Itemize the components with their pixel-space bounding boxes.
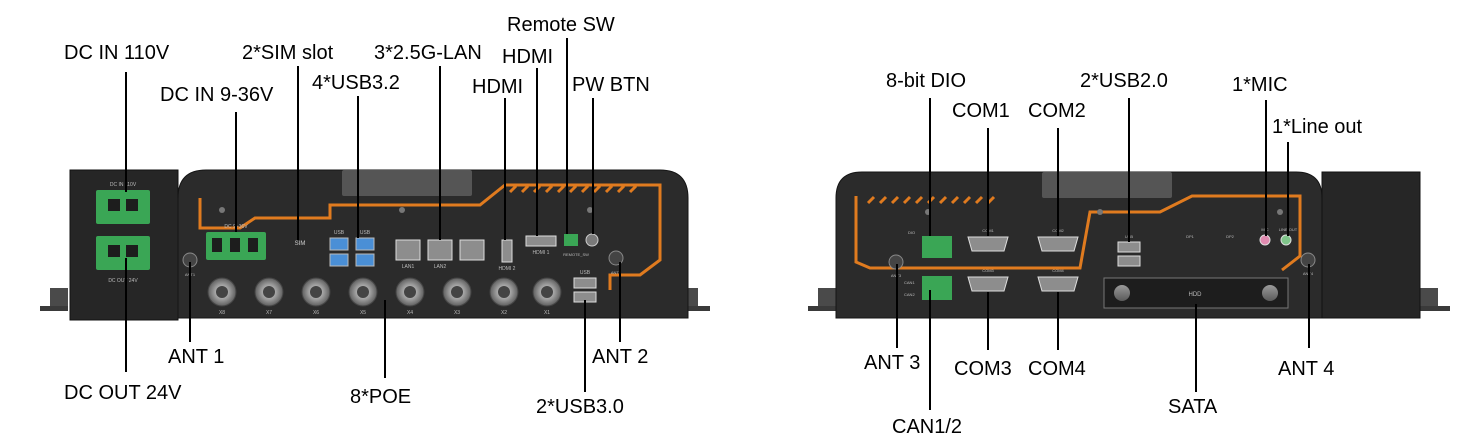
remote-sw-connector	[564, 234, 578, 246]
com-ports	[967, 236, 1079, 292]
silk-com3: COM3	[982, 268, 994, 273]
dc-in-110v-terminal	[96, 190, 150, 224]
line-out-jack	[1280, 234, 1292, 246]
power-button	[585, 233, 599, 247]
silk-hdd: HDD	[1189, 292, 1203, 298]
usb20-port-2	[1117, 255, 1141, 267]
lan-ports: LAN1 LAN2	[395, 239, 485, 270]
label-ant3: ANT 3	[864, 352, 921, 374]
rear-panel: DIO CAN1 CAN2 COM1 COM2 COM3 COM4 USB DP…	[808, 98, 1450, 410]
hdmi-port-1	[525, 235, 557, 247]
dio-terminal	[922, 236, 952, 258]
silk-sim: SIM	[295, 241, 306, 247]
silk-poe-x2: X2	[501, 310, 507, 316]
label-hdmi-2: HDMI	[472, 76, 524, 98]
label-mic: 1*MIC	[1232, 74, 1288, 96]
label-dc-in-9-36v: DC IN 9-36V	[160, 84, 274, 106]
silk-poe-x3: X3	[454, 310, 460, 316]
label-remote-sw: Remote SW	[507, 14, 615, 36]
hdmi-port-2	[501, 239, 513, 263]
silk-ant2: ANT2	[611, 270, 622, 275]
silk-can1: CAN1	[904, 280, 915, 285]
label-can: CAN1/2	[892, 416, 963, 438]
label-usb30: 2*USB3.0	[536, 396, 624, 418]
poe-ports	[207, 277, 562, 307]
label-com2: COM2	[1028, 100, 1086, 122]
usb20-port-1	[1117, 241, 1141, 253]
dc-out-24v-terminal	[96, 236, 150, 270]
label-sim-slot: 2*SIM slot	[242, 42, 334, 64]
silk-usb-1: USB	[334, 230, 345, 236]
label-ant1: ANT 1	[168, 346, 225, 368]
label-dio: 8-bit DIO	[886, 70, 967, 92]
front-accent-trace	[198, 183, 662, 290]
silk-hdmi1: HDMI 1	[533, 250, 550, 256]
label-ant2: ANT 2	[592, 346, 649, 368]
silk-poe-x6: X6	[313, 310, 319, 316]
rear-leader-lines	[896, 98, 1310, 410]
silk-dc-out-24v: DC OUT 24V	[108, 278, 138, 284]
silk-dio: DIO	[908, 230, 915, 235]
label-pw-btn: PW BTN	[572, 74, 650, 96]
silk-hdmi2: HDMI 2	[499, 266, 516, 272]
label-usb20: 2*USB2.0	[1080, 70, 1168, 92]
label-poe: 8*POE	[350, 386, 412, 408]
hdd-tray	[1103, 277, 1289, 309]
front-leader-lines	[125, 38, 621, 392]
silk-lan1: LAN1	[402, 264, 415, 270]
silk-usb30: USB	[580, 270, 591, 276]
label-ant4: ANT 4	[1278, 358, 1335, 380]
silk-dc-in-110v: DC IN 110V	[110, 182, 137, 188]
usb32-ports: USB USB	[329, 230, 375, 267]
mount-bracket-left	[50, 288, 68, 310]
label-com4: COM4	[1028, 358, 1086, 380]
silk-poe-x5: X5	[360, 310, 366, 316]
silk-dp2: DP2	[1226, 234, 1235, 239]
ant2-connector	[608, 250, 624, 266]
mic-jack	[1259, 234, 1271, 246]
rear-side-box	[1321, 171, 1421, 319]
silk-dp1: DP1	[1186, 234, 1195, 239]
label-hdmi-1: HDMI	[502, 46, 554, 68]
rear-accent-trace	[854, 194, 1302, 272]
usb30-port-1	[573, 277, 597, 289]
silk-poe-x8: X8	[219, 310, 225, 316]
label-com1: COM1	[952, 100, 1010, 122]
can-terminal	[922, 276, 952, 300]
front-panel: DC IN 110V DC OUT 24V DC 9~36V	[40, 38, 710, 392]
silk-poe-x7: X7	[266, 310, 272, 316]
label-com3: COM3	[954, 358, 1012, 380]
silk-remote-sw: REMOTE_SW	[563, 252, 589, 257]
label-dc-out-24v: DC OUT 24V	[64, 382, 182, 404]
silk-poe-x4: X4	[407, 310, 413, 316]
silk-com4: COM4	[1052, 268, 1064, 273]
silk-can2: CAN2	[904, 292, 915, 297]
label-usb32: 4*USB3.2	[312, 72, 400, 94]
front-top-window	[342, 170, 472, 196]
label-lan: 3*2.5G-LAN	[374, 42, 482, 64]
label-sata: SATA	[1168, 396, 1218, 418]
silk-usb-2: USB	[360, 230, 371, 236]
label-dc-in-110v: DC IN 110V	[64, 42, 170, 64]
label-line-out: 1*Line out	[1272, 116, 1363, 138]
silk-poe-x1: X1	[544, 310, 550, 316]
silk-lan2: LAN2	[434, 264, 447, 270]
